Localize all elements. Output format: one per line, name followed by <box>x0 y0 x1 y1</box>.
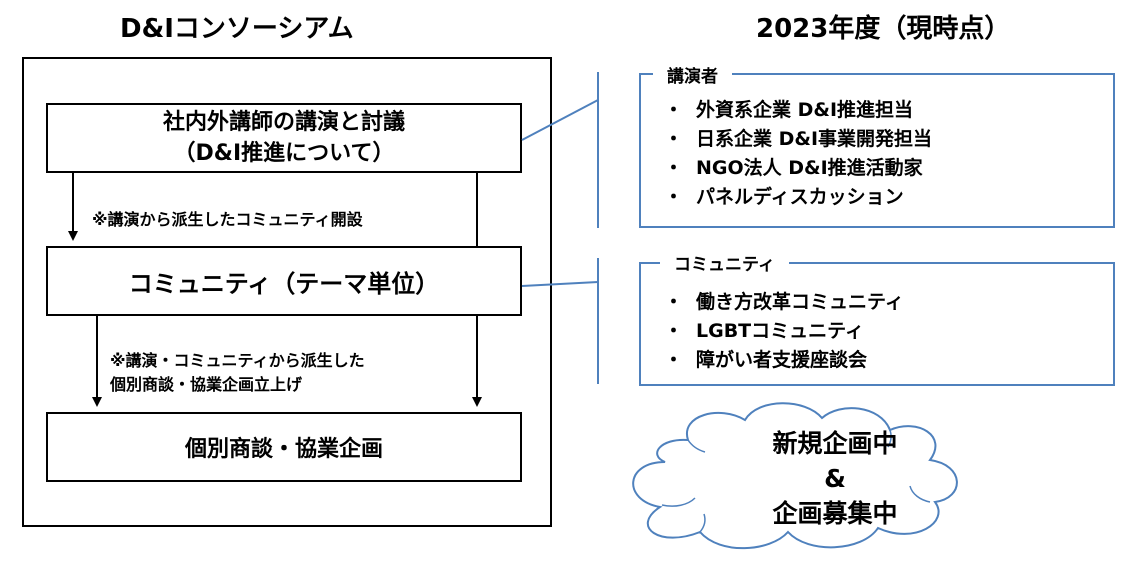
speaker-item-4-text: パネルディスカッション <box>696 186 904 208</box>
community-panel <box>639 262 1115 386</box>
business-note-line-1: ※講演・コミュニティから派生した <box>110 351 365 370</box>
speaker-item-3-text: NGO法人 D&I推進活動家 <box>696 157 923 179</box>
bullet-icon: ・ <box>664 186 684 208</box>
lecture-box-line-1: 社内外講師の講演と討議 <box>162 110 405 135</box>
community-item-2-text: LGBTコミュニティ <box>696 320 865 342</box>
cloud-line-3: 企画募集中 <box>772 499 898 528</box>
community-box: コミュニティ（テーマ単位） <box>46 246 522 316</box>
consortium-title: D&Iコンソーシアム <box>120 14 354 44</box>
business-derivation-note: ※講演・コミュニティから派生した 個別商談・協業企画立上げ <box>110 349 365 397</box>
consortium-frame <box>22 57 552 527</box>
cloud-inner-arc-1 <box>661 497 696 507</box>
speaker-item-2: ・日系企業 D&I事業開発担当 <box>664 124 932 151</box>
bullet-icon: ・ <box>664 349 684 371</box>
community-item-1: ・働き方改革コミュニティ <box>664 287 904 314</box>
business-collaboration-box: 個別商談・協業企画 <box>46 412 522 482</box>
cloud-inner-arc-2 <box>699 513 706 533</box>
speaker-item-1-text: 外資系企業 D&I推進担当 <box>696 99 914 121</box>
bullet-icon: ・ <box>664 99 684 121</box>
cloud-line-2: & <box>824 464 846 493</box>
community-derivation-note: ※講演から派生したコミュニティ開設 <box>92 210 363 229</box>
community-item-1-text: 働き方改革コミュニティ <box>696 291 904 313</box>
speakers-panel-label: 講演者 <box>653 62 732 87</box>
business-box-label: 個別商談・協業企画 <box>184 437 383 462</box>
bullet-icon: ・ <box>664 128 684 150</box>
community-item-3: ・障がい者支援座談会 <box>664 345 867 372</box>
community-box-label: コミュニティ（テーマ単位） <box>128 269 440 298</box>
fiscal-year-title: 2023年度（現時点） <box>756 14 1011 44</box>
bullet-icon: ・ <box>664 157 684 179</box>
business-note-line-2: 個別商談・協業企画立上げ <box>110 375 303 394</box>
speaker-item-4: ・パネルディスカッション <box>664 182 904 209</box>
community-item-3-text: 障がい者支援座談会 <box>696 349 868 371</box>
community-item-2: ・ LGBTコミュニティ <box>664 316 864 343</box>
speakers-panel <box>639 73 1115 228</box>
speaker-item-3: ・ NGO法人 D&I推進活動家 <box>664 153 923 180</box>
cloud-message: 新規企画中 & 企画募集中 <box>735 426 935 531</box>
cloud-inner-arc-4 <box>687 439 706 453</box>
speaker-item-2-text: 日系企業 D&I事業開発担当 <box>696 128 933 150</box>
bullet-icon: ・ <box>664 320 684 342</box>
cloud-line-1: 新規企画中 <box>772 429 898 458</box>
lecture-box-line-2: （D&I推進について） <box>173 141 395 166</box>
lecture-discussion-box: 社内外講師の講演と討議 （D&I推進について） <box>46 103 522 173</box>
community-panel-label: コミュニティ <box>660 250 789 275</box>
speaker-item-1: ・外資系企業 D&I推進担当 <box>664 95 913 122</box>
bullet-icon: ・ <box>664 291 684 313</box>
